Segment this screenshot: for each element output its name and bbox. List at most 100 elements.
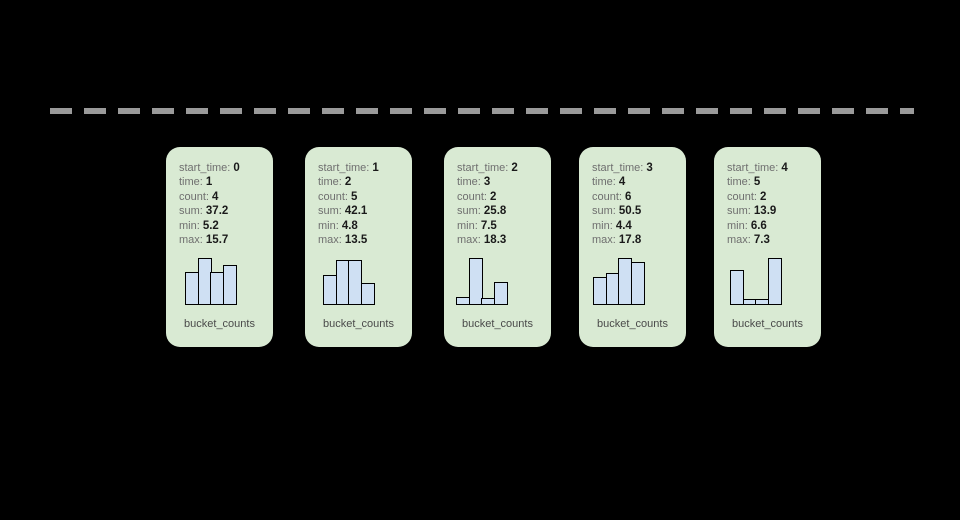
field-label-min: min: — [457, 219, 478, 232]
histogram-bar — [767, 258, 782, 305]
field-label-min: min: — [727, 219, 748, 232]
field-row-min: min: 6.6 — [727, 219, 788, 233]
bucket-counts-histogram — [323, 253, 375, 305]
field-value-min: 4.8 — [341, 219, 358, 232]
field-label-max: max: — [318, 234, 342, 247]
histogram-caption: bucket_counts — [462, 318, 533, 330]
field-row-max: max: 7.3 — [727, 233, 788, 247]
histogram-caption: bucket_counts — [323, 318, 394, 330]
field-value-count: 5 — [351, 190, 358, 203]
field-value-count: 2 — [760, 190, 767, 203]
bucket-counts-histogram — [456, 253, 508, 305]
field-row-time: time: 1 — [179, 175, 240, 189]
bucket-counts-histogram — [185, 253, 237, 305]
field-value-count: 6 — [625, 190, 632, 203]
field-row-sum: sum: 50.5 — [592, 204, 653, 218]
field-value-count: 2 — [490, 190, 497, 203]
field-label-count: count: — [179, 190, 209, 203]
field-row-max: max: 17.8 — [592, 233, 653, 247]
field-value-start-time: 4 — [781, 162, 788, 174]
field-row-min: min: 5.2 — [179, 219, 240, 233]
field-label-min: min: — [592, 219, 613, 232]
field-row-sum: sum: 37.2 — [179, 204, 240, 218]
field-row-time: time: 4 — [592, 175, 653, 189]
field-value-time: 5 — [753, 176, 761, 189]
histogram-bar — [630, 262, 645, 305]
field-label-count: count: — [318, 190, 348, 203]
histogram-bar — [730, 270, 744, 305]
field-row-time: time: 5 — [727, 175, 788, 189]
field-value-max: 13.5 — [344, 234, 368, 247]
field-value-sum: 50.5 — [618, 205, 642, 218]
field-row-time: time: 2 — [318, 175, 379, 189]
field-value-min: 5.2 — [202, 219, 219, 232]
field-label-start-time: start_time: — [592, 162, 644, 174]
field-value-time: 4 — [618, 176, 626, 189]
field-value-start-time: 0 — [233, 162, 240, 174]
field-label-start-time: start_time: — [457, 162, 509, 174]
field-label-max: max: — [179, 234, 203, 247]
field-label-time: time: — [727, 176, 751, 189]
field-row-sum: sum: 42.1 — [318, 204, 379, 218]
field-row-start-time: start_time: 1 — [318, 161, 379, 175]
field-row-sum: sum: 13.9 — [727, 204, 788, 218]
field-label-time: time: — [179, 176, 203, 189]
field-label-max: max: — [727, 234, 751, 247]
histogram-bar — [360, 283, 375, 305]
field-row-sum: sum: 25.8 — [457, 204, 518, 218]
field-row-count: count: 2 — [727, 190, 788, 204]
histogram-bar — [493, 282, 508, 305]
field-value-max: 18.3 — [483, 234, 507, 247]
field-row-min: min: 7.5 — [457, 219, 518, 233]
field-row-start-time: start_time: 3 — [592, 161, 653, 175]
field-value-start-time: 3 — [646, 162, 653, 174]
field-label-time: time: — [592, 176, 616, 189]
field-row-start-time: start_time: 4 — [727, 161, 788, 175]
field-value-min: 6.6 — [750, 219, 767, 232]
field-value-time: 2 — [344, 176, 352, 189]
field-row-start-time: start_time: 2 — [457, 161, 518, 175]
dashed-timeline-rule — [50, 108, 914, 114]
histogram-caption: bucket_counts — [732, 318, 803, 330]
field-label-count: count: — [592, 190, 622, 203]
field-label-sum: sum: — [179, 205, 203, 218]
field-label-time: time: — [318, 176, 342, 189]
field-label-sum: sum: — [318, 205, 342, 218]
field-label-start-time: start_time: — [727, 162, 779, 174]
field-row-count: count: 6 — [592, 190, 653, 204]
histogram-bar — [468, 258, 483, 305]
histogram-bar — [348, 260, 363, 305]
field-label-count: count: — [727, 190, 757, 203]
field-label-max: max: — [457, 234, 481, 247]
field-row-max: max: 15.7 — [179, 233, 240, 247]
field-label-sum: sum: — [727, 205, 751, 218]
field-row-start-time: start_time: 0 — [179, 161, 240, 175]
field-value-max: 17.8 — [618, 234, 642, 247]
bucket-counts-histogram — [730, 253, 782, 305]
field-value-min: 7.5 — [480, 219, 497, 232]
field-value-sum: 42.1 — [344, 205, 368, 218]
field-value-max: 15.7 — [205, 234, 229, 247]
field-row-max: max: 13.5 — [318, 233, 379, 247]
field-row-max: max: 18.3 — [457, 233, 518, 247]
bucket-counts-histogram — [593, 253, 645, 305]
field-value-count: 4 — [212, 190, 219, 203]
field-value-min: 4.4 — [615, 219, 632, 232]
field-row-min: min: 4.8 — [318, 219, 379, 233]
field-value-sum: 13.9 — [753, 205, 777, 218]
field-value-max: 7.3 — [753, 234, 770, 247]
field-row-time: time: 3 — [457, 175, 518, 189]
field-label-sum: sum: — [592, 205, 616, 218]
field-label-time: time: — [457, 176, 481, 189]
